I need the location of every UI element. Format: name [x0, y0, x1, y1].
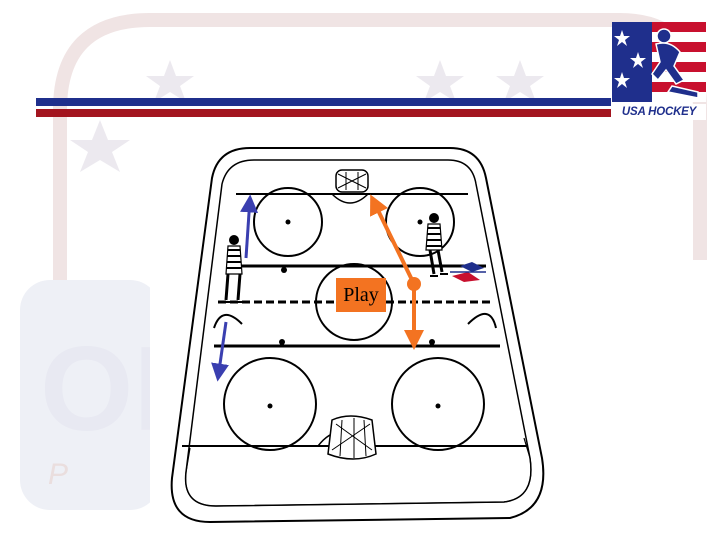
referee-figure-right — [425, 213, 448, 277]
puck-icon — [450, 262, 486, 282]
play-label: Play — [336, 278, 386, 312]
header-stripe-red — [36, 109, 611, 117]
flag-player-icon — [612, 22, 706, 102]
play-arrow-up — [370, 194, 416, 285]
hockey-rink — [170, 147, 545, 524]
goal-net-icon-bottom — [327, 415, 377, 460]
referee-figure-left — [222, 235, 244, 303]
usa-hockey-logo: USA HOCKEY — [612, 22, 706, 120]
official-arrow-up — [240, 194, 259, 259]
logo-text: USA HOCKEY — [612, 104, 706, 120]
rink-diagram-panel: Play — [150, 138, 554, 540]
official-arrow-down — [211, 321, 229, 382]
goal-net-icon-top — [335, 169, 369, 193]
play-origin-dot — [407, 277, 421, 291]
center-circle — [315, 263, 393, 341]
header-stripe-blue — [36, 98, 611, 106]
